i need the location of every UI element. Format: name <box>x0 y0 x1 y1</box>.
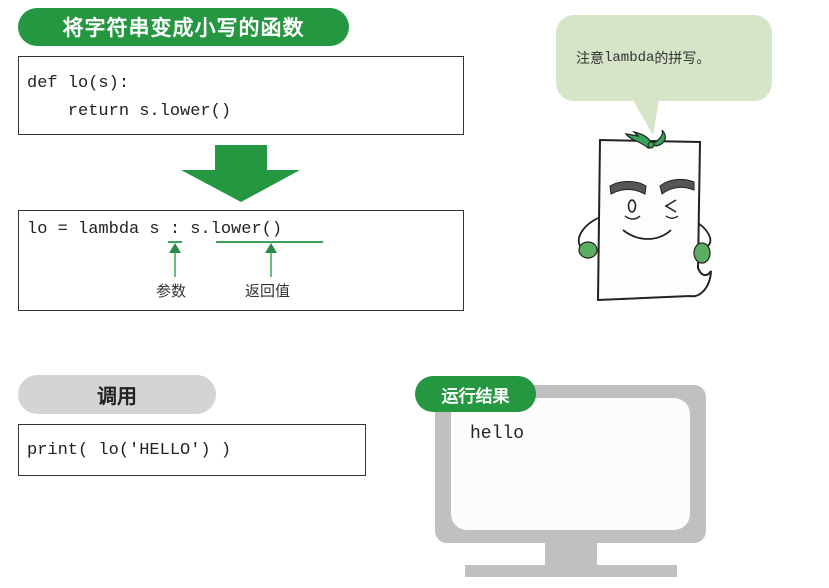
monitor-screen <box>451 398 690 530</box>
lambda-param: s <box>149 220 160 239</box>
param-label: 参数 <box>156 284 187 301</box>
result-section-label: 运行结果 <box>415 376 536 412</box>
param-underline <box>168 241 182 243</box>
def-code-block: def lo(s): return s.lower() <box>18 56 464 135</box>
lambda-code-line: lo = lambda s : s.lower() <box>27 219 282 241</box>
call-section-label: 调用 <box>18 375 216 414</box>
call-code-block: print( lo('HELLO') ) <box>18 424 366 476</box>
monitor-stand-base <box>465 565 677 577</box>
return-arrow-icon <box>265 243 277 277</box>
bubble-tail <box>633 100 659 135</box>
return-label: 返回值 <box>245 284 291 301</box>
bubble-text-pre: 注意 <box>576 51 604 67</box>
section-title: 将字符串变成小写的函数 <box>18 8 349 46</box>
lambda-body: s.lower() <box>190 220 283 239</box>
code-line: return s.lower() <box>27 102 232 121</box>
mascot-character-icon <box>577 129 712 302</box>
program-output: hello <box>470 424 525 444</box>
lambda-prefix: lo = lambda <box>27 220 150 239</box>
bubble-text-post: 的拼写。 <box>654 51 711 67</box>
down-arrow-icon <box>181 145 300 202</box>
param-arrow-icon <box>169 243 181 277</box>
monitor-stand-neck <box>545 543 597 565</box>
code-line: def lo(s): <box>27 74 130 93</box>
call-code-line: print( lo('HELLO') ) <box>27 441 232 460</box>
bubble-text-keyword: lambda <box>604 50 655 66</box>
lambda-separator: : <box>159 220 191 239</box>
lambda-code-block: lo = lambda s : s.lower() 参数 返回值 <box>18 210 464 311</box>
return-underline <box>216 241 323 243</box>
